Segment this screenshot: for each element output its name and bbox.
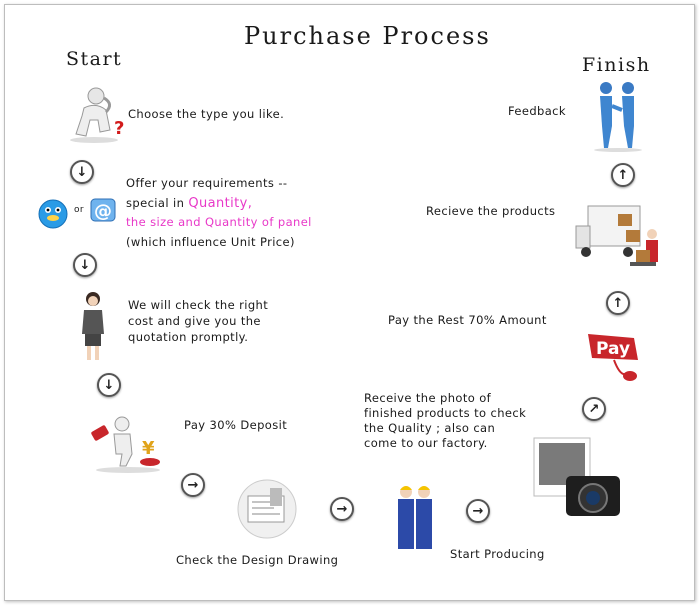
down-arrow-icon: ↓ — [79, 257, 91, 273]
step-producing-text: Start Producing — [450, 547, 545, 561]
step-feedback-text: Feedback — [508, 104, 566, 118]
step-receive-text: Recieve the products — [426, 204, 556, 218]
step-check-line3: quotation promptly. — [128, 330, 249, 344]
step-offer-line1: Offer your requirements -- — [126, 176, 288, 190]
step-offer-line4: (which influence Unit Price) — [126, 235, 295, 249]
design-drawing-icon — [237, 479, 297, 539]
step-design-text: Check the Design Drawing — [176, 553, 339, 567]
flow-arrow-4: → — [181, 473, 205, 497]
flow-arrow-8: ↑ — [606, 291, 630, 315]
yen-symbol: ¥ — [142, 438, 155, 459]
flow-arrow-1: ↓ — [70, 160, 94, 184]
thinking-figure-icon: ? — [70, 87, 124, 143]
right-arrow-icon: → — [472, 503, 484, 519]
delivery-truck-icon — [575, 205, 658, 266]
diagonal-arrow-icon: ↗ — [588, 401, 600, 417]
finish-label: Finish — [582, 54, 651, 76]
flow-arrow-6: → — [466, 499, 490, 523]
flow-arrow-3: ↓ — [97, 373, 121, 397]
svg-text:@: @ — [94, 201, 112, 222]
deposit-figure-icon: ¥ — [91, 416, 160, 473]
workers-icon — [398, 486, 432, 549]
step-offer-line2: special in Quantity, — [126, 196, 252, 211]
diagram-title: Purchase Process — [244, 22, 491, 50]
up-arrow-icon: ↑ — [612, 295, 624, 311]
step-photo-line4: come to our factory. — [364, 436, 488, 450]
step-check-line1: We will check the right — [128, 298, 269, 312]
or-label: or — [74, 205, 85, 215]
step-offer-quantity-highlight: Quantity, — [188, 196, 253, 211]
pay-sign-icon: Pay — [588, 334, 638, 381]
step-check-line2: cost and give you the — [128, 314, 261, 328]
flow-arrow-2: ↓ — [73, 253, 97, 277]
step-choose-text: Choose the type you like. — [128, 107, 285, 121]
businesswoman-icon — [82, 292, 104, 360]
down-arrow-icon: ↓ — [103, 377, 115, 393]
pay-sign-text: Pay — [596, 339, 630, 359]
start-label: Start — [66, 48, 123, 70]
right-arrow-icon: → — [336, 501, 348, 517]
step-deposit-text: Pay 30% Deposit — [184, 418, 288, 432]
step-photo-line2: finished products to check — [364, 406, 527, 420]
chat-bird-icon — [38, 199, 68, 229]
svg-text:?: ? — [114, 118, 124, 139]
camera-photo-icon — [533, 437, 620, 516]
flow-arrow-5: → — [330, 497, 354, 521]
down-arrow-icon: ↓ — [76, 164, 88, 180]
step-offer-line2-prefix: special in — [126, 196, 189, 210]
step-offer-line3: the size and Quantity of panel — [126, 215, 312, 229]
up-arrow-icon: ↑ — [617, 167, 629, 183]
flow-arrow-9: ↑ — [611, 163, 635, 187]
step-pay-rest-text: Pay the Rest 70% Amount — [388, 313, 547, 327]
handshake-figures-icon — [594, 82, 642, 152]
flow-arrow-7: ↗ — [582, 397, 606, 421]
step-photo-line1: Receive the photo of — [364, 391, 492, 405]
right-arrow-icon: → — [187, 477, 199, 493]
step-photo-line3: the Quality ; also can — [364, 421, 496, 435]
email-icon: @ — [90, 198, 116, 222]
